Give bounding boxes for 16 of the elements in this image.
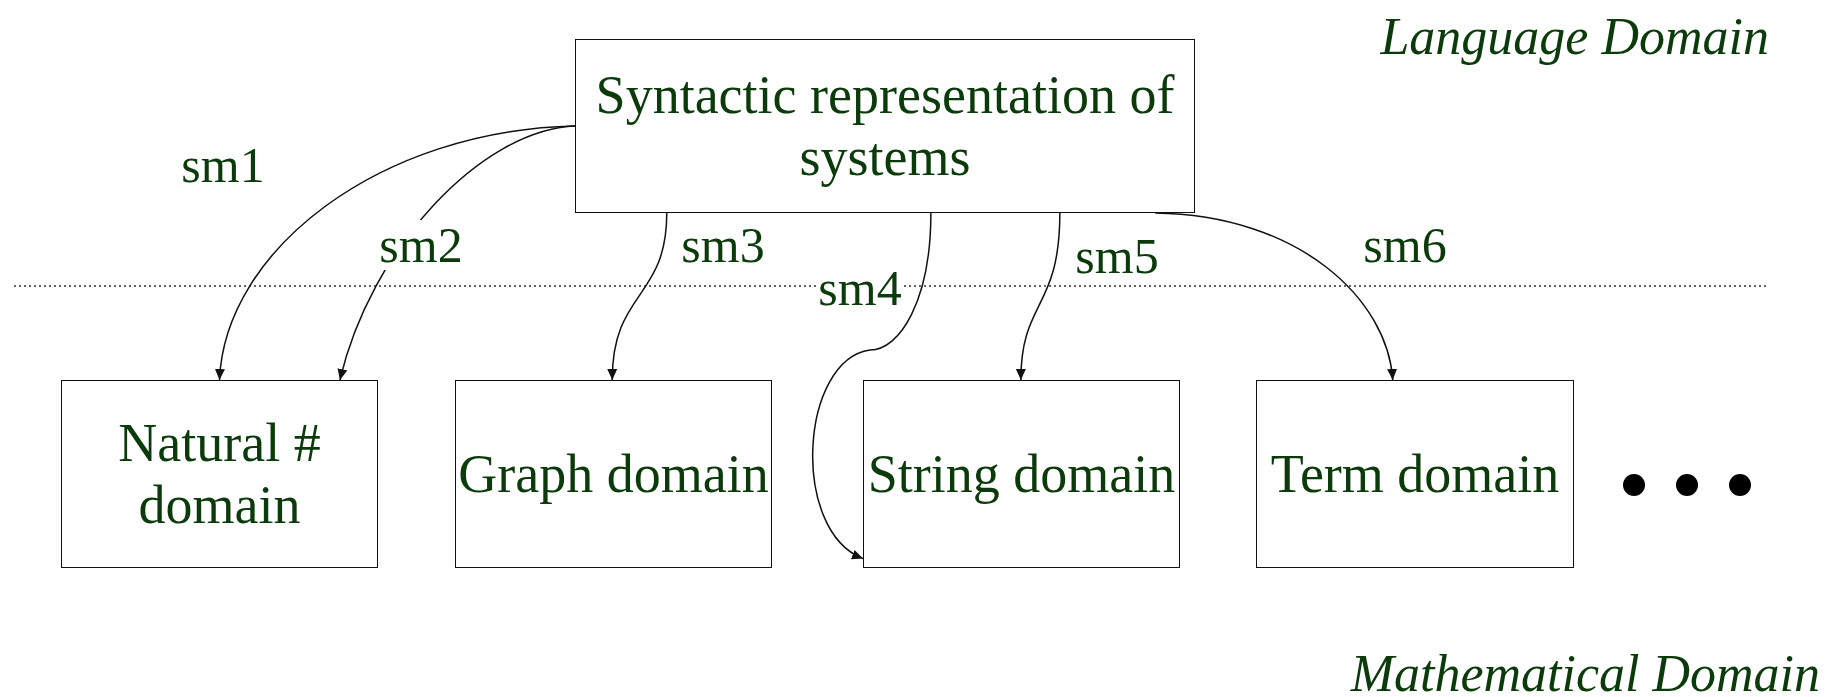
box-label: Graph domain	[458, 442, 769, 506]
domain-box	[455, 380, 772, 568]
arrow	[1016, 212, 1061, 381]
box-label: Natural # domain	[117, 411, 322, 537]
domain-box	[61, 380, 378, 568]
domain-box	[1256, 380, 1574, 568]
arrow	[812, 212, 932, 560]
box-label: Syntactic representation of systems	[594, 63, 1176, 189]
arrow	[607, 212, 668, 381]
box-label: String domain	[867, 442, 1176, 506]
domain-heading: Mathematical Domain	[1350, 648, 1820, 697]
domain-heading: Language Domain	[1380, 11, 1769, 63]
box-label: Term domain	[1270, 442, 1560, 506]
domain-box	[575, 39, 1195, 213]
domain-box	[863, 380, 1180, 568]
edge-label: sm2	[379, 220, 463, 270]
